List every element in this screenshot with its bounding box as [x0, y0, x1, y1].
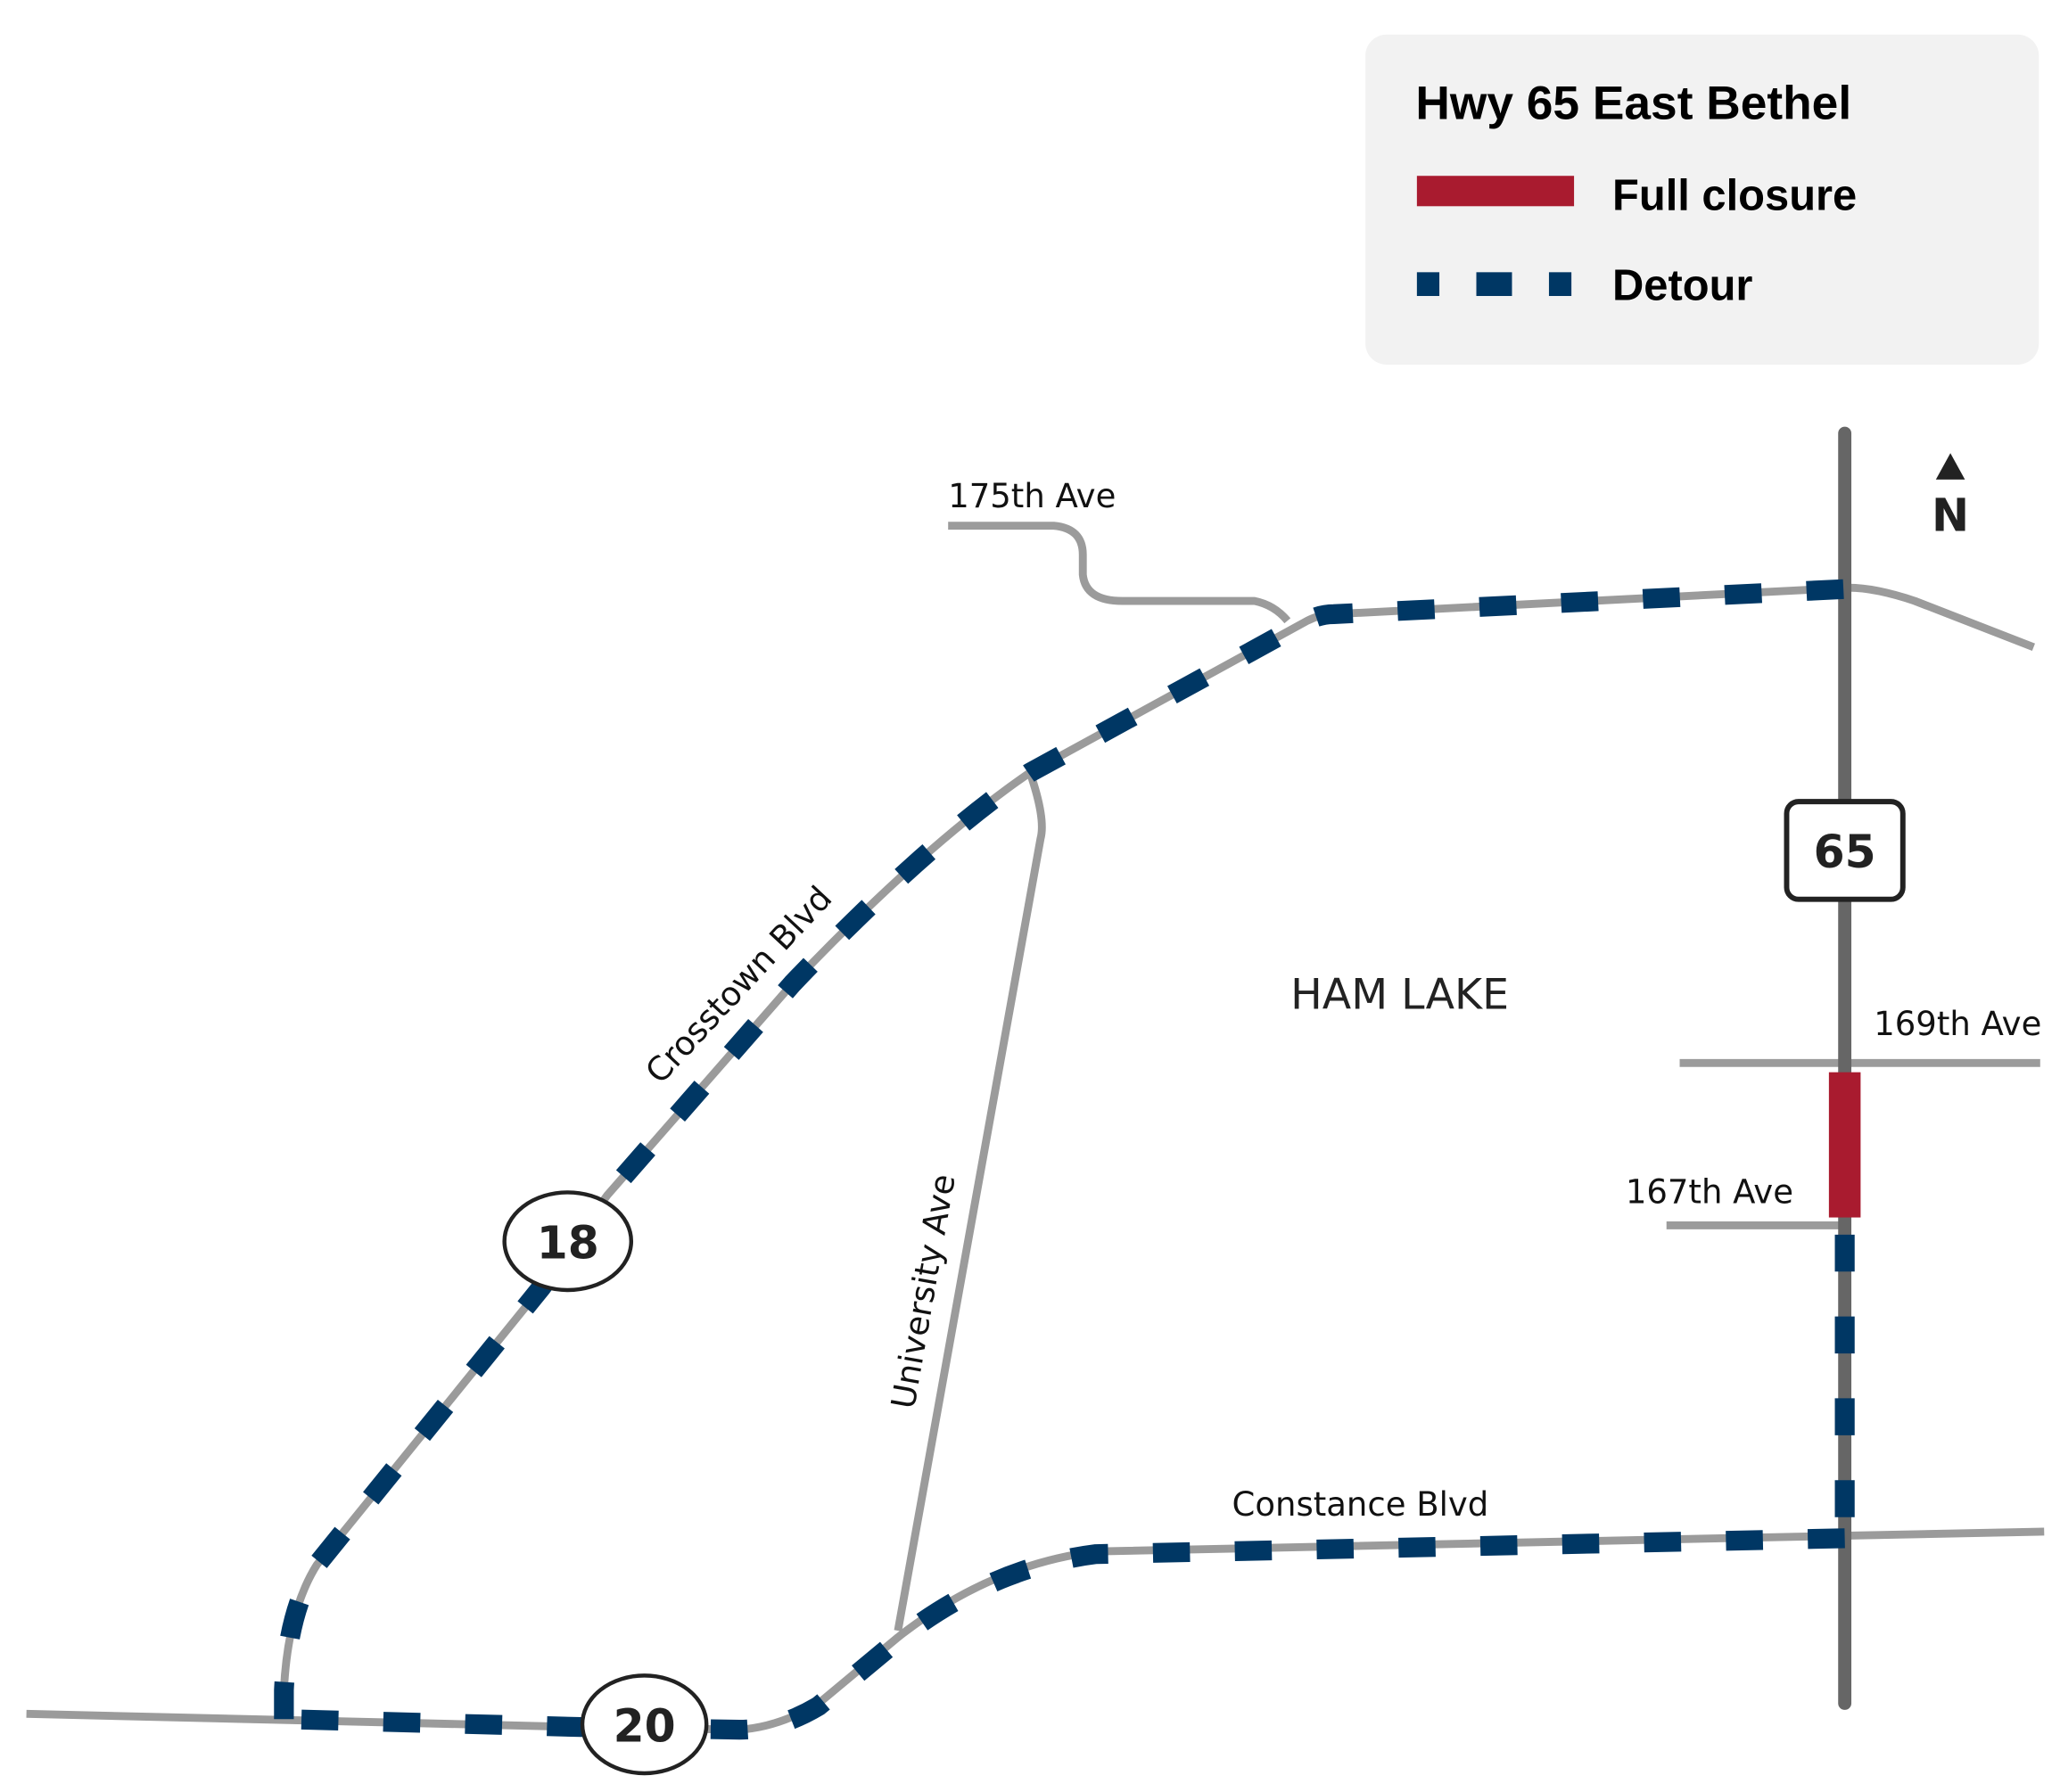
closure-swatch [1416, 176, 1575, 207]
shield-hwy-65-label: 65 [1814, 826, 1876, 878]
road-university-ave [894, 771, 1046, 1632]
north-arrow: N [1932, 453, 1969, 542]
legend-detour-label: Detour [1612, 261, 1752, 309]
detour-constance-county20 [284, 1528, 1845, 1740]
shield-county-20-label: 20 [614, 1699, 676, 1752]
north-label: N [1932, 489, 1969, 542]
shield-county-18: 18 [502, 1190, 634, 1293]
shield-hwy-65: 65 [1784, 799, 1906, 902]
full-closure-segment [1828, 1072, 1861, 1218]
label-university-ave: University Ave [884, 1171, 963, 1412]
legend-background [1365, 34, 2039, 365]
legend-closure-label: Full closure [1612, 172, 1857, 220]
detour-swatch [1416, 272, 1572, 296]
road-175th-ave [948, 522, 1291, 624]
road-county-20-constance [26, 1527, 2045, 1734]
label-ham-lake: HAM LAKE [1290, 971, 1509, 1020]
label-167th-ave: 167th Ave [1626, 1172, 1793, 1211]
shield-county-18-label: 18 [537, 1216, 599, 1269]
detour-county18-crosstown [274, 579, 1846, 1720]
label-constance-blvd: Constance Blvd [1232, 1485, 1489, 1524]
legend: Hwy 65 East Bethel Full closure Detour [1365, 34, 2039, 365]
label-169th-ave: 169th Ave [1874, 1005, 2041, 1043]
legend-title: Hwy 65 East Bethel [1415, 78, 1851, 130]
north-arrow-icon [1935, 453, 1965, 480]
detour-route [274, 579, 1855, 1740]
label-175th-ave: 175th Ave [948, 477, 1116, 515]
shield-county-20: 20 [580, 1673, 709, 1776]
